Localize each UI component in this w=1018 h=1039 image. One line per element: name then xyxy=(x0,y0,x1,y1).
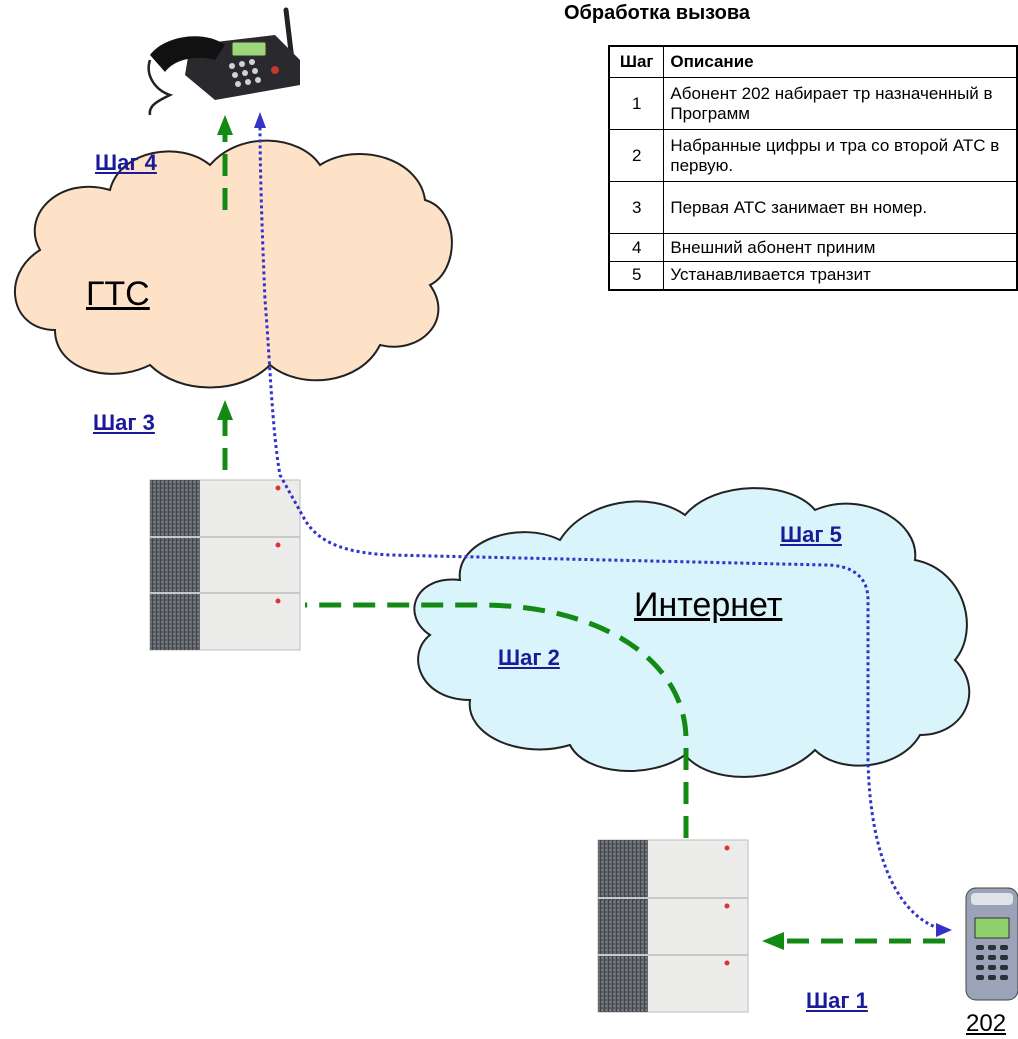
pbx-2 xyxy=(597,839,749,1013)
extension-202-label: 202 xyxy=(966,1010,1007,1037)
table-row: 5 Устанавливается транзит xyxy=(608,261,1018,290)
step-description: Внешний абонент приним xyxy=(663,233,1018,262)
call-processing-table: Шаг Описание 1 Абонент 202 набирает тр н… xyxy=(608,45,1018,291)
step4-label: Шаг 4 xyxy=(95,150,157,175)
desk-phone xyxy=(147,7,300,116)
pstn-cloud xyxy=(14,139,453,389)
step-description: Устанавливается транзит xyxy=(663,261,1018,290)
table-row: 2 Набранные цифры и тра со второй АТС в … xyxy=(608,129,1018,182)
step1-label: Шаг 1 xyxy=(806,988,868,1013)
step4-path xyxy=(217,115,233,210)
pbx-1 xyxy=(149,479,301,651)
pstn-cloud-label: ГТС xyxy=(86,275,150,313)
table-row: 1 Абонент 202 набирает тр назначенный в … xyxy=(608,77,1018,130)
internet-cloud xyxy=(413,487,971,778)
cordless-handset xyxy=(965,887,1018,1001)
step5-label: Шаг 5 xyxy=(780,522,842,547)
step2-label: Шаг 2 xyxy=(498,645,560,670)
internet-cloud-label: Интернет xyxy=(634,586,783,624)
step5-path xyxy=(254,112,952,937)
step-number: 2 xyxy=(608,129,665,182)
step-number: 3 xyxy=(608,181,665,234)
step1-path xyxy=(762,932,945,950)
step-description: Абонент 202 набирает тр назначенный в Пр… xyxy=(663,77,1018,130)
table-row: 3 Первая АТС занимает вн номер. xyxy=(608,181,1018,234)
step3-path xyxy=(217,400,233,470)
step2-path xyxy=(305,602,689,838)
step-number: 5 xyxy=(608,261,665,290)
step3-label: Шаг 3 xyxy=(93,410,155,435)
column-header-description: Описание xyxy=(663,45,1018,78)
step-number: 1 xyxy=(608,77,665,130)
step-description: Первая АТС занимает вн номер. xyxy=(663,181,1018,234)
table-row: 4 Внешний абонент приним xyxy=(608,233,1018,262)
step-description: Набранные цифры и тра со второй АТС в пе… xyxy=(663,129,1018,182)
column-header-step: Шаг xyxy=(608,45,665,78)
table-title: Обработка вызова xyxy=(564,2,750,24)
step-number: 4 xyxy=(608,233,665,262)
table-header-row: Шаг Описание xyxy=(608,45,1018,78)
